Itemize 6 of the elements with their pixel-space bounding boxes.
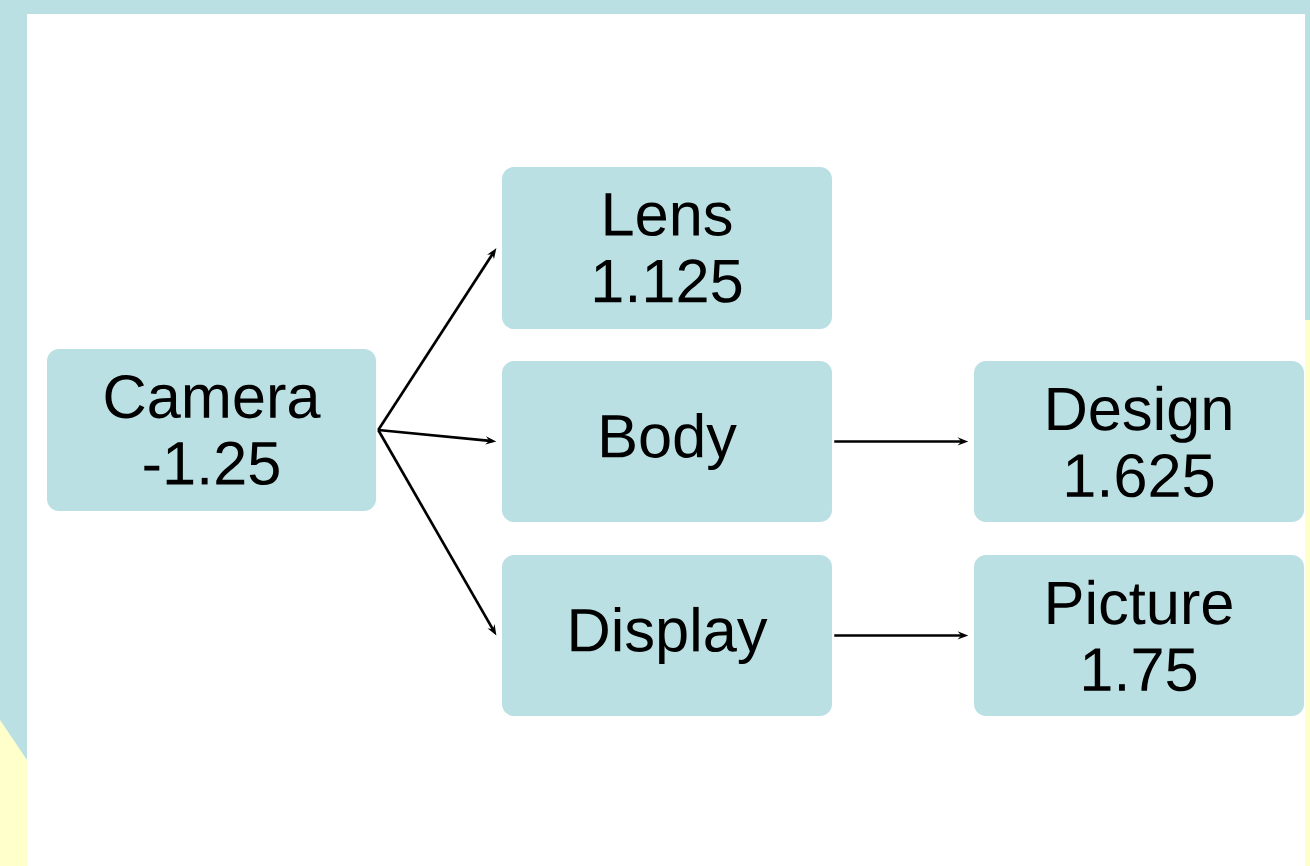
process-box: Body [502,361,832,522]
process-box: Picture 1.75 [974,555,1304,716]
process-box: Camera -1.25 [47,349,376,511]
process-box: Display [502,555,832,716]
process-box: Design 1.625 [974,361,1304,522]
process-box: Lens 1.125 [502,167,832,329]
